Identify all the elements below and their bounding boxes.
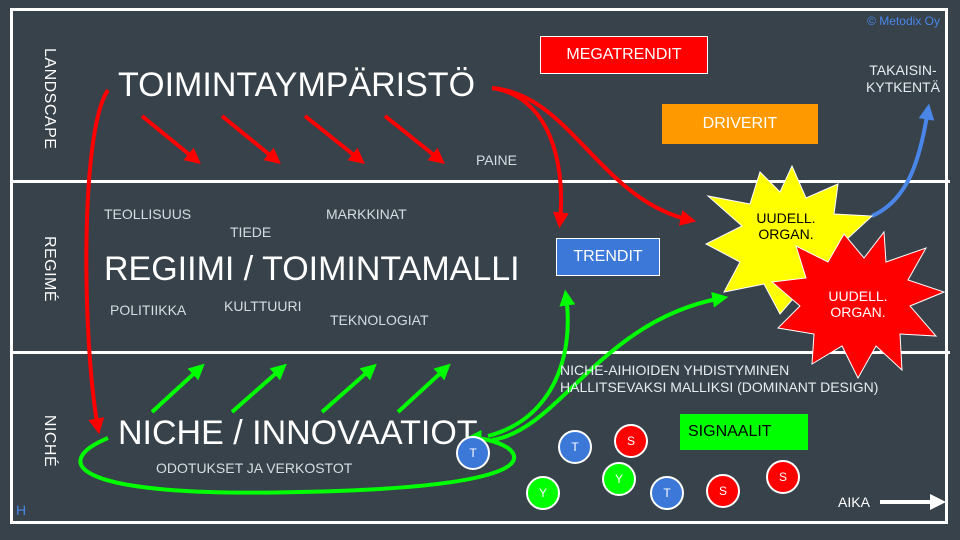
landscape-to-star-arrow (491, 86, 697, 226)
megatrendit-label: MEGATRENDIT (566, 46, 682, 63)
diagram-frame (10, 8, 948, 524)
feedback-label-line2: KYTKENTÄ (866, 79, 940, 95)
regime-factor-tiede: TIEDE (230, 224, 272, 240)
megatrendit-box: MEGATRENDIT (540, 36, 708, 74)
signal-circle: Y (526, 476, 560, 510)
yellow-star-label-line2: ORGAN. (758, 226, 814, 242)
trendit-label: TRENDIT (573, 248, 643, 265)
driverit-label: DRIVERIT (702, 115, 778, 132)
regime-niche-divider (10, 351, 950, 354)
signal-circle: S (766, 460, 800, 494)
new-organization-star-red (770, 230, 946, 380)
niche-subtitle: ODOTUKSET JA VERKOSTOT (156, 460, 353, 476)
pressure-arrow (140, 114, 201, 165)
signal-circle: S (706, 474, 740, 508)
niche-up-arrows (150, 363, 451, 414)
copyright-text: © Metodix Oy (867, 14, 940, 28)
red-star-label-line1: UUDELL. (828, 288, 888, 304)
dominant-design-label: NICHE-AIHIOIDEN YHDISTYMINEN HALLITSEVAK… (560, 362, 878, 396)
yellow-star-label: UUDELL. ORGAN. (746, 210, 826, 242)
niche-up-arrow (230, 363, 287, 414)
niche-up-arrow (320, 363, 377, 414)
regime-factor-teollisuus: TEOLLISUUS (104, 206, 192, 222)
pressure-arrow (383, 114, 445, 164)
time-label: AIKA (838, 494, 870, 510)
regime-factor-teknologiat: TEKNOLOGIAT (330, 312, 429, 328)
regime-title: REGIIMI / TOIMINTAMALLI (104, 250, 520, 288)
signaalit-label: SIGNAALIT (688, 423, 772, 440)
regime-factor-politiikka: POLITIIKKA (110, 302, 187, 318)
corner-letter: H (16, 502, 27, 518)
niche-title: NICHE / INNOVAATIOT (118, 414, 478, 452)
signal-circle: S (614, 424, 648, 458)
feedback-arrow (871, 103, 935, 218)
red-star-label: UUDELL. ORGAN. (818, 288, 898, 320)
regime-factor-markkinat: MARKKINAT (326, 206, 407, 222)
landscape-regime-divider (10, 180, 950, 183)
landscape-title: TOIMINTAYMPÄRISTÖ (118, 66, 476, 104)
landscape-to-niche-arrow (84, 88, 110, 435)
signaalit-box: SIGNAALIT (680, 414, 808, 450)
trendit-box: TRENDIT (556, 238, 660, 276)
pressure-arrow (220, 114, 281, 165)
niche-to-trendit-arrow (487, 289, 576, 438)
niche-network-loop (78, 430, 517, 495)
regime-factor-kulttuuri: KULTTUURI (224, 298, 302, 314)
pressure-arrow (303, 114, 365, 164)
signal-circle: T (650, 476, 684, 510)
niche-up-arrow (396, 363, 451, 414)
signal-circle: Y (602, 462, 636, 496)
niche-up-arrow (150, 363, 205, 414)
dominant-design-line1: NICHE-AIHIOIDEN YHDISTYMINEN (560, 362, 790, 378)
feedback-label: TAKAISIN- KYTKENTÄ (858, 62, 948, 96)
signal-circle: T (456, 436, 490, 470)
yellow-star-label-line1: UUDELL. (756, 210, 816, 226)
pressure-label: PAINE (476, 152, 517, 168)
driverit-box: DRIVERIT (662, 104, 818, 144)
niche-to-star-arrow (491, 291, 729, 442)
dominant-design-line2: HALLITSEVAKSI MALLIKSI (DOMINANT DESIGN) (560, 379, 879, 395)
feedback-label-line1: TAKAISIN- (869, 62, 937, 78)
time-arrow-head (930, 494, 946, 510)
pressure-arrows (140, 114, 445, 165)
red-star-label-line2: ORGAN. (830, 304, 886, 320)
signal-circle: T (558, 430, 592, 464)
